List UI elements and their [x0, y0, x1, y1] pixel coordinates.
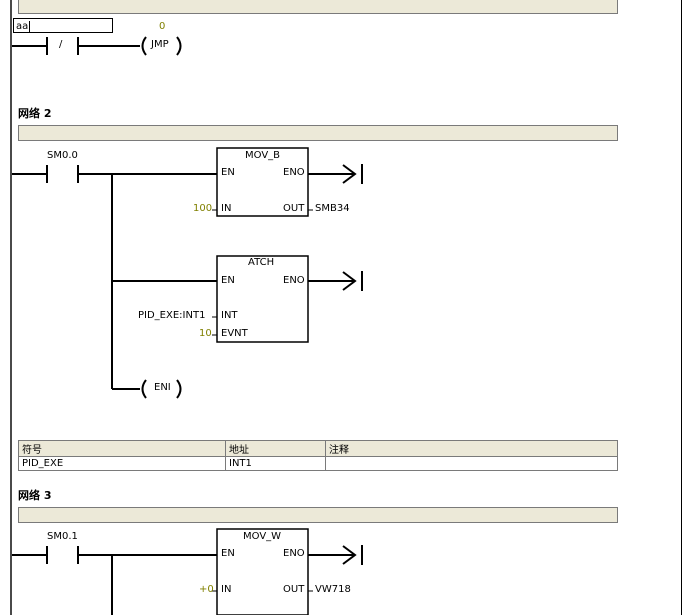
jmp-coil-left — [141, 36, 147, 56]
symbol-name-input-value: aa — [16, 21, 29, 32]
net2-rung — [12, 165, 355, 390]
address-column-header[interactable]: 地址 — [225, 440, 326, 457]
network-3-comment-bar[interactable] — [18, 507, 618, 523]
mov-b-in-operand[interactable]: 100 — [193, 203, 213, 214]
mov-w-out-pin: OUT — [283, 584, 305, 595]
comment-cell[interactable] — [325, 456, 618, 471]
atch-eno-pin: ENO — [283, 275, 305, 286]
eni-coil-left — [141, 379, 147, 399]
atch-int-pin: INT — [221, 310, 238, 321]
mov-w-en-pin: EN — [221, 548, 235, 559]
jmp-coil-right — [176, 36, 182, 56]
net2-contact-address[interactable]: SM0.0 — [47, 150, 78, 161]
net3-rung — [12, 546, 355, 615]
network-2-title[interactable]: 网络 2 — [18, 107, 52, 120]
net1-rung — [12, 37, 140, 55]
ladder-left-power-rail — [0, 0, 12, 615]
jmp-coil-text[interactable]: JMP — [151, 39, 169, 50]
mov-b-eno-arrow — [342, 164, 357, 184]
mov-b-in-pin: IN — [221, 203, 232, 214]
mov-w-eno-pin: ENO — [283, 548, 305, 559]
mov-b-box[interactable] — [216, 147, 309, 217]
mov-w-title: MOV_W — [243, 531, 282, 542]
net3-contact-address[interactable]: SM0.1 — [47, 531, 78, 542]
mov-b-en-pin: EN — [221, 167, 235, 178]
mov-w-box[interactable] — [216, 528, 309, 615]
editor-right-border — [681, 0, 682, 615]
symbol-table-header-row: 符号 地址 注释 — [18, 440, 618, 457]
eni-coil-text[interactable]: ENI — [154, 382, 171, 393]
nc-contact-slash: / — [59, 39, 63, 50]
network-3-title[interactable]: 网络 3 — [18, 489, 52, 502]
atch-eno-arrow — [342, 271, 357, 291]
atch-evnt-pin: EVNT — [221, 328, 248, 339]
address-cell[interactable]: INT1 — [225, 456, 326, 471]
mov-w-out-operand[interactable]: VW718 — [315, 584, 351, 595]
text-caret — [29, 20, 31, 32]
symbol-column-header[interactable]: 符号 — [18, 440, 226, 457]
symbol-table: 符号 地址 注释 PID_EXE INT1 — [18, 440, 618, 471]
atch-box[interactable] — [216, 255, 309, 343]
network-1-comment-bar[interactable] — [18, 0, 618, 14]
symbol-name-input[interactable]: aa — [13, 18, 113, 33]
table-row[interactable]: PID_EXE INT1 — [18, 456, 618, 471]
mov-w-in-operand[interactable]: +0 — [199, 584, 214, 595]
mov-w-eno-arrow — [342, 545, 357, 565]
mov-b-out-pin: OUT — [283, 203, 305, 214]
network-2-comment-bar[interactable] — [18, 125, 618, 141]
mov-b-eno-pin: ENO — [283, 167, 305, 178]
comment-column-header[interactable]: 注释 — [325, 440, 618, 457]
eni-coil-right — [176, 379, 182, 399]
atch-evnt-operand[interactable]: 10 — [199, 328, 212, 339]
mov-b-title: MOV_B — [245, 150, 281, 161]
mov-b-out-operand[interactable]: SMB34 — [315, 203, 350, 214]
symbol-cell[interactable]: PID_EXE — [18, 456, 226, 471]
atch-title: ATCH — [248, 257, 275, 268]
mov-w-in-pin: IN — [221, 584, 232, 595]
atch-int-operand[interactable]: PID_EXE:INT1 — [138, 310, 206, 321]
atch-en-pin: EN — [221, 275, 235, 286]
jmp-label-number[interactable]: 0 — [159, 21, 166, 32]
